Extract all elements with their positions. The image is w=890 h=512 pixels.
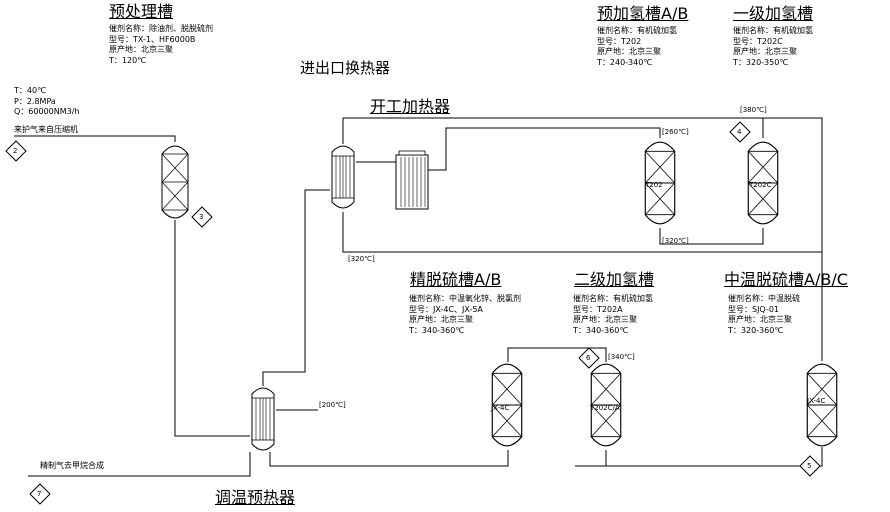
outlet-dest-label: 精制气去甲烷合成: [40, 461, 104, 470]
hydro1-tag: T202C: [749, 181, 772, 189]
pretreat-vessel: [161, 145, 189, 219]
mid-desulf-vessel: [806, 363, 838, 447]
title-hydro1: 一级加氢槽: [733, 4, 814, 23]
temp-260: [260℃]: [662, 128, 689, 136]
startup-heater: [395, 150, 429, 210]
node-5-label: 5: [807, 462, 812, 470]
node-3-label: 3: [199, 213, 204, 221]
node-7-label: 7: [37, 490, 42, 498]
inlet-outlet-exchanger: [331, 145, 355, 209]
node-2-marker: [5, 140, 27, 162]
node-3-marker: [191, 206, 213, 228]
node-5-marker: [799, 455, 821, 477]
temp-preheater: [251, 387, 275, 451]
pipelines: [14, 117, 823, 477]
title-startup-heater: 开工加热器: [370, 97, 451, 116]
mid-desulf-tag: JX-4C: [807, 397, 826, 405]
title-inlet-hx: 进出口换热器: [300, 59, 391, 77]
hydro2-tag: T202C/A: [590, 404, 620, 412]
title-prehydro: 预加氢槽A/B: [597, 4, 689, 23]
temp-200: [200℃]: [319, 401, 346, 409]
title-hydro2: 二级加氢槽: [574, 270, 655, 289]
temp-340: [340℃]: [608, 353, 635, 361]
node-markers: [5, 121, 821, 505]
title-pretreat: 预处理槽: [109, 2, 174, 21]
inlet-source-label: 来护气来自压缩机: [14, 125, 78, 134]
temp-380: [380℃]: [740, 106, 767, 114]
temp-320-hx: [320℃]: [348, 255, 375, 263]
title-temp-preheater: 调温预热器: [215, 488, 296, 507]
node-4-marker: [729, 121, 751, 143]
temp-320-prehydro: [320℃]: [662, 237, 689, 245]
node-6-label: 6: [586, 354, 591, 362]
node-2-label: 2: [13, 147, 18, 155]
node-4-label: 4: [737, 128, 742, 136]
fine-desulf-tag: JX-4C: [491, 404, 510, 412]
title-fine-desulf: 精脱硫槽A/B: [410, 270, 502, 289]
node-7-marker: [29, 483, 51, 505]
node-6-marker: [578, 347, 600, 369]
prehydro-tag: T202: [645, 181, 663, 189]
title-mid-desulf: 中温脱硫槽A/B/C: [724, 270, 848, 289]
